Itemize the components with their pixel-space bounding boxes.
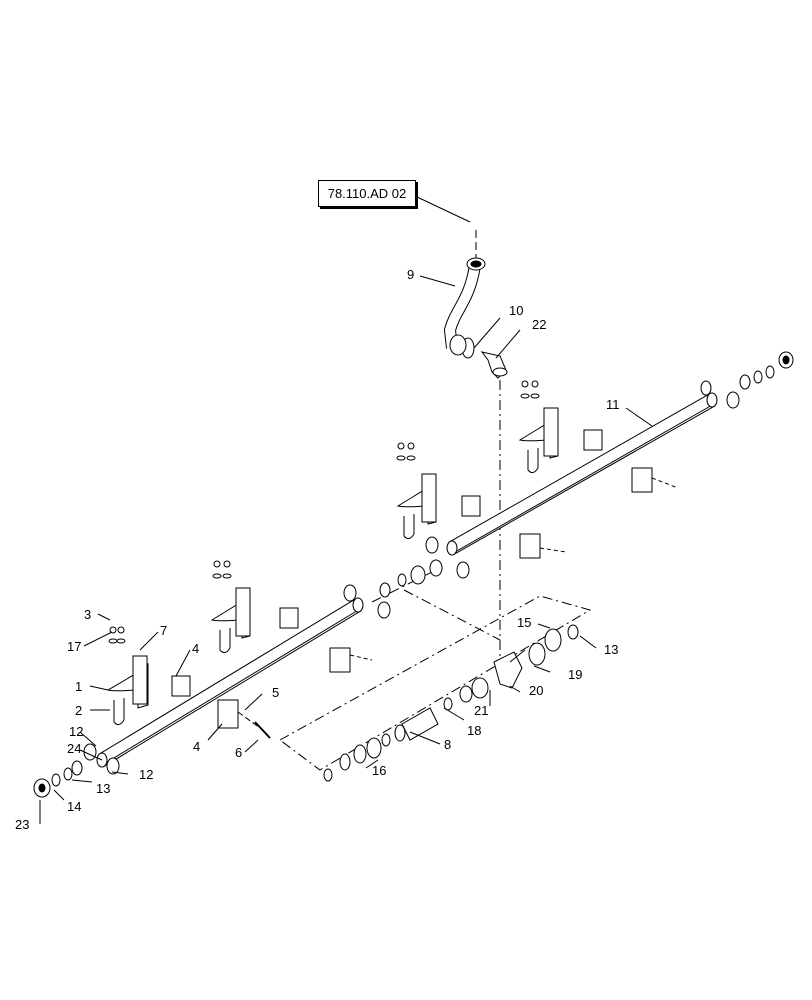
- callout-3: 3: [84, 607, 92, 622]
- reference-box[interactable]: 78.110.AD 02: [318, 180, 416, 207]
- right-end-fittings: [700, 351, 794, 409]
- nut-stacks: [108, 380, 540, 644]
- tee-assembly: [323, 624, 579, 782]
- callout-7: 7: [160, 623, 168, 638]
- callout-12b: 12: [139, 767, 154, 782]
- reference-label: 78.110.AD 02: [327, 186, 407, 201]
- callout-20: 20: [529, 683, 544, 698]
- callout-11: 11: [606, 397, 620, 412]
- callout-10: 10: [509, 303, 524, 318]
- exploded-box: [279, 595, 592, 771]
- callout-8: 8: [444, 737, 452, 752]
- callout-9: 9: [407, 267, 415, 282]
- callout-4b: 4: [193, 739, 201, 754]
- callout-1: 1: [75, 679, 83, 694]
- left-end-fittings: [33, 743, 120, 798]
- callout-2: 2: [75, 703, 83, 718]
- callout-13b: 13: [604, 642, 619, 657]
- callout-19: 19: [568, 667, 583, 682]
- leader-lines: [39, 275, 653, 824]
- callout-13a: 13: [96, 781, 111, 796]
- callout-16: 16: [372, 763, 387, 778]
- ref-leader: [414, 195, 471, 223]
- callout-21: 21: [474, 703, 489, 718]
- callout-14: 14: [67, 799, 82, 814]
- callout-5: 5: [272, 685, 280, 700]
- bracket-set-2: [210, 587, 373, 673]
- bracket-set-1: [106, 655, 271, 739]
- callout-18: 18: [467, 723, 482, 738]
- bracket-set-4: [518, 407, 679, 493]
- bracket-set-3: [396, 473, 567, 559]
- callout-6: 6: [235, 745, 243, 760]
- callout-22: 22: [532, 317, 547, 332]
- callout-12a: 12: [69, 724, 84, 739]
- mid-fittings: [343, 536, 470, 619]
- callout-4a: 4: [192, 641, 200, 656]
- callout-23: 23: [15, 817, 30, 832]
- callout-15: 15: [517, 615, 532, 630]
- callout-24: 24: [67, 741, 82, 756]
- callout-17: 17: [67, 639, 82, 654]
